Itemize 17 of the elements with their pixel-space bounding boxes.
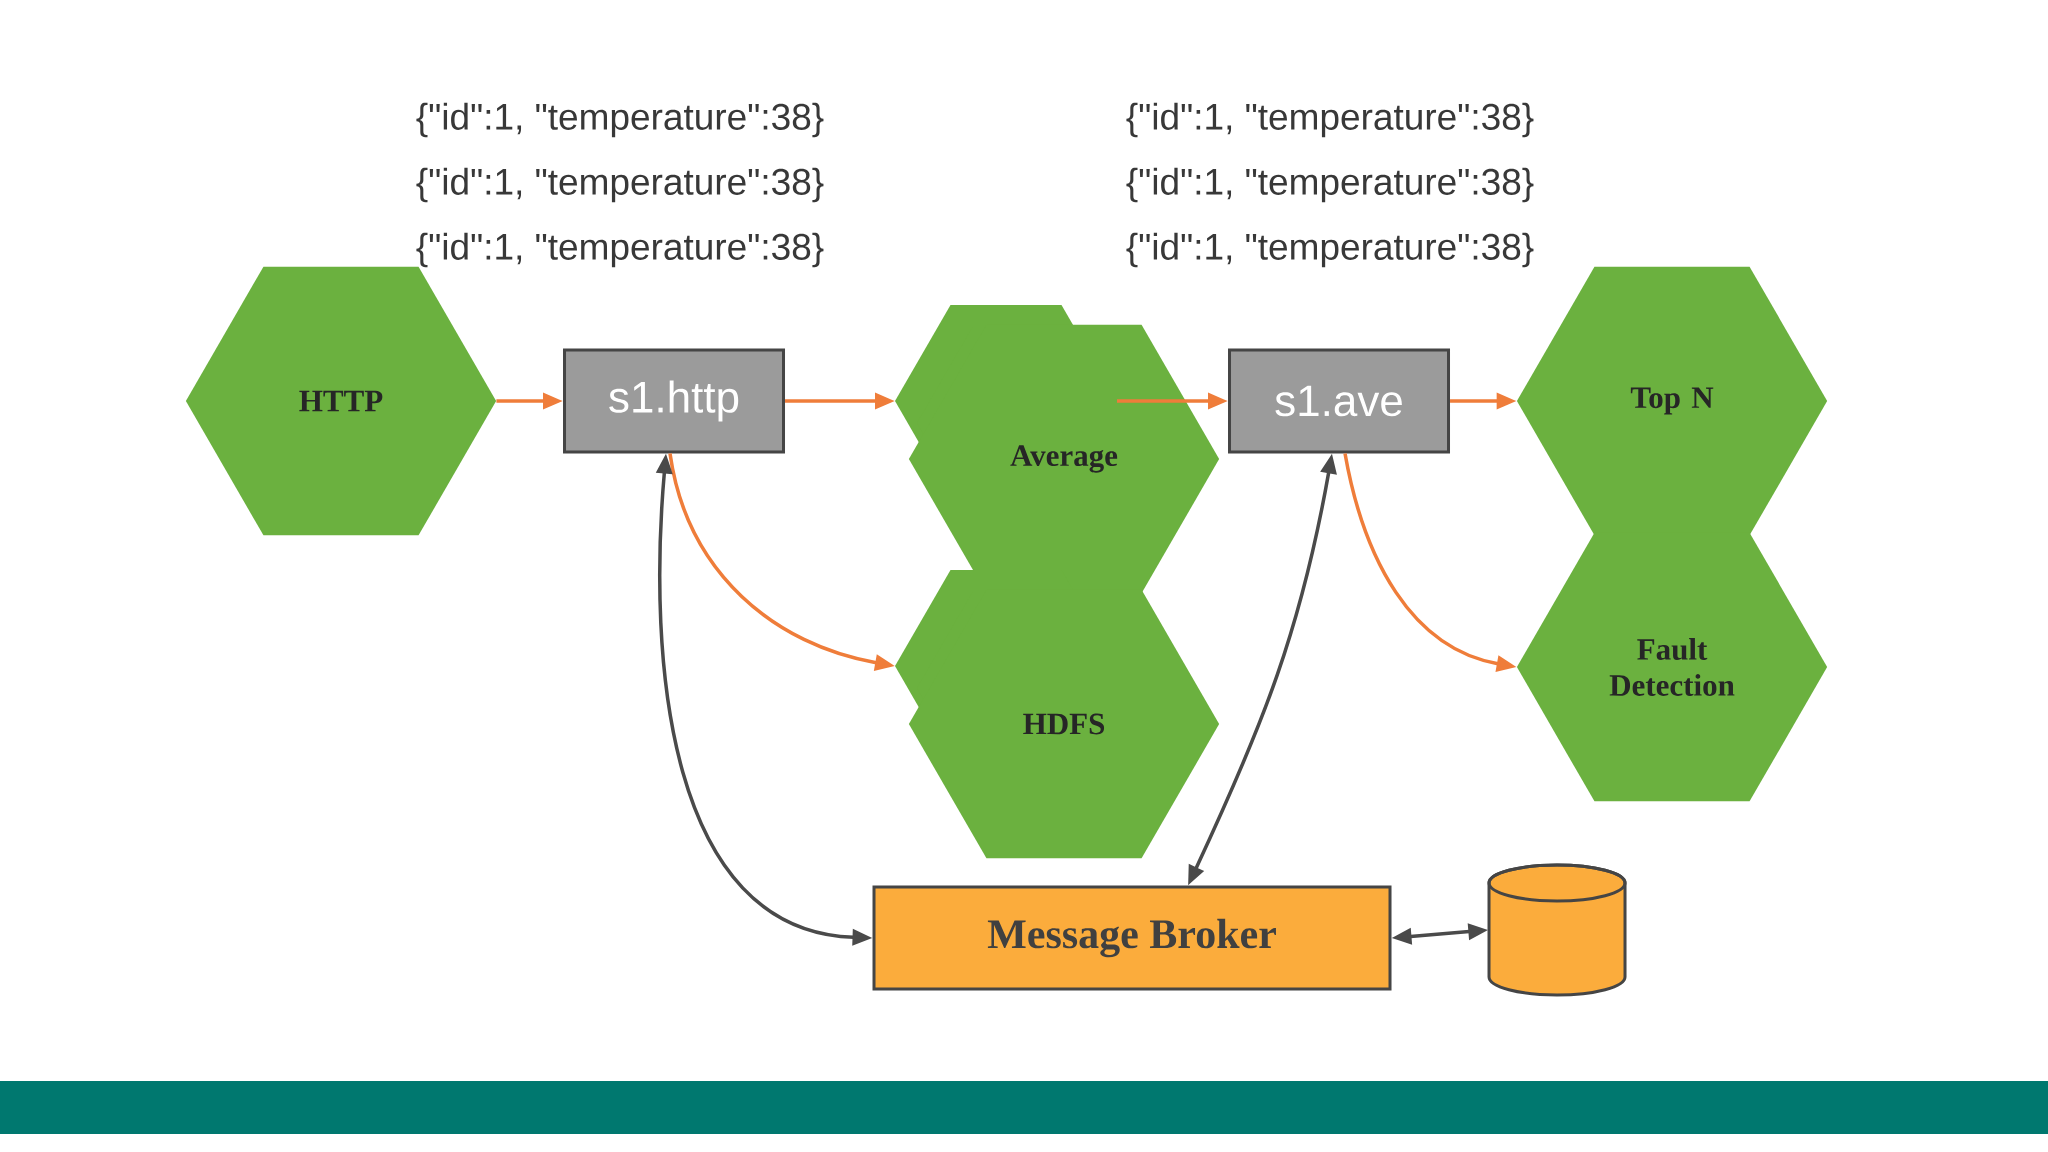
message-text: {"id":1, "temperature":38}: [416, 167, 824, 203]
hexagon: Fault Detection: [1516, 532, 1828, 802]
stacked-hexagons: HDFS: [895, 569, 1220, 859]
process-box: s1.ave: [1228, 348, 1450, 454]
stacked-hexagons: Average: [895, 304, 1220, 594]
node-label: Top N: [1630, 387, 1714, 415]
broker-box: Message Broker: [872, 885, 1392, 991]
database-cylinder: [1487, 863, 1627, 997]
message-text: {"id":1, "temperature":38}: [1126, 232, 1534, 268]
node-label: Fault Detection: [1609, 638, 1735, 696]
message-text: {"id":1, "temperature":38}: [1126, 102, 1534, 138]
message-text: {"id":1, "temperature":38}: [416, 232, 824, 268]
node-label: HDFS: [1023, 713, 1105, 735]
message-text: {"id":1, "temperature":38}: [1126, 167, 1534, 203]
message-text: {"id":1, "temperature":38}: [416, 102, 824, 138]
node-label: Average: [1010, 445, 1118, 473]
process-box: s1.http: [563, 348, 785, 454]
